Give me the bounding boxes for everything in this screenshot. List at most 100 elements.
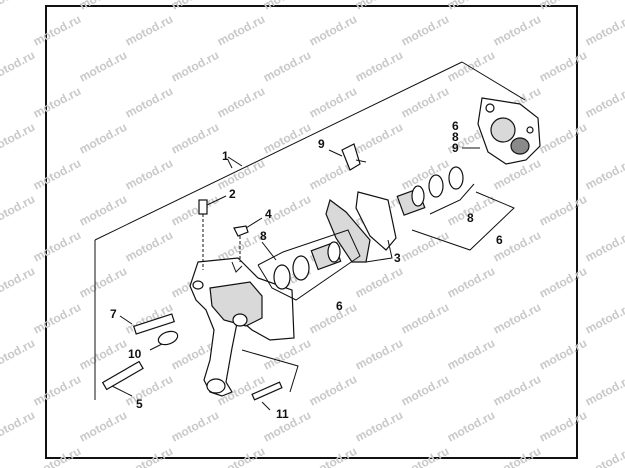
watermark-text: motod.ru xyxy=(0,264,37,301)
watermark-text: motod.ru xyxy=(77,0,129,13)
piston-set-upper xyxy=(396,166,515,251)
leader-3 xyxy=(365,239,393,263)
watermark-text: motod.ru xyxy=(583,372,625,409)
watermark-text: motod.ru xyxy=(123,444,175,468)
piston-set-lower xyxy=(257,229,361,301)
watermark-text: motod.ru xyxy=(491,300,543,337)
watermark-text: motod.ru xyxy=(353,120,405,157)
watermark-text: motod.ru xyxy=(537,0,589,13)
watermark-text: motod.ru xyxy=(307,444,359,468)
callout-6-lower: 6 xyxy=(336,299,343,313)
leader-1 xyxy=(227,156,243,167)
pad-spring-clip xyxy=(341,143,367,171)
watermark-text: motod.ru xyxy=(583,156,625,193)
watermark-text: motod.ru xyxy=(123,12,175,49)
watermark-text: motod.ru xyxy=(583,228,625,265)
watermark-text: motod.ru xyxy=(31,444,83,468)
callout-5: 5 xyxy=(136,397,143,411)
watermark-text: motod.ru xyxy=(399,372,451,409)
watermark-text: motod.ru xyxy=(307,372,359,409)
watermark-text: motod.ru xyxy=(261,336,313,373)
watermark-text: motod.ru xyxy=(123,156,175,193)
watermark-text: motod.ru xyxy=(31,12,83,49)
watermark-text: motod.ru xyxy=(123,372,175,409)
watermark-text: motod.ru xyxy=(491,444,543,468)
watermark-text: motod.ru xyxy=(0,192,37,229)
watermark-text: motod.ru xyxy=(169,48,221,85)
watermark-text: motod.ru xyxy=(77,408,129,445)
watermark-text: motod.ru xyxy=(77,192,129,229)
watermark-text: motod.ru xyxy=(583,84,625,121)
watermark-text: motod.ru xyxy=(537,48,589,85)
bleeder-valve xyxy=(198,195,227,270)
watermark-text: motod.ru xyxy=(169,408,221,445)
watermark-text: motod.ru xyxy=(123,84,175,121)
leader-9a xyxy=(328,149,343,157)
callout-6-upper: 6 xyxy=(452,119,459,133)
watermark-text: motod.ru xyxy=(583,300,625,337)
watermark-text: motod.ru xyxy=(353,0,405,13)
callout-9-upper: 9 xyxy=(452,141,459,155)
mounting-bolt-assembly xyxy=(101,313,179,397)
callout-6-right: 6 xyxy=(496,233,503,247)
watermark-text: motod.ru xyxy=(445,336,497,373)
callout-8-upper: 8 xyxy=(452,130,459,144)
watermark-text: motod.ru xyxy=(77,336,129,373)
leader-8a xyxy=(261,241,277,261)
watermark-text: motod.ru xyxy=(169,192,221,229)
slide-pin xyxy=(241,349,299,411)
watermark-text: motod.ru xyxy=(399,84,451,121)
watermark-text: motod.ru xyxy=(491,372,543,409)
callout-11: 11 xyxy=(276,407,289,421)
watermark-text: motod.ru xyxy=(537,264,589,301)
watermark-text: motod.ru xyxy=(353,408,405,445)
watermark-text: motod.ru xyxy=(123,228,175,265)
watermark-text: motod.ru xyxy=(353,48,405,85)
watermark-text: motod.ru xyxy=(215,12,267,49)
watermark-text: motod.ru xyxy=(31,84,83,121)
watermark-text: motod.ru xyxy=(445,264,497,301)
watermark-text: motod.ru xyxy=(537,408,589,445)
watermark-text: motod.ru xyxy=(77,264,129,301)
callout-4: 4 xyxy=(265,207,272,221)
watermark-text: motod.ru xyxy=(399,444,451,468)
watermark-text: motod.ru xyxy=(353,264,405,301)
watermark-text: motod.ru xyxy=(537,336,589,373)
watermark-text: motod.ru xyxy=(261,48,313,85)
callout-7: 7 xyxy=(110,307,117,321)
watermark-text: motod.ru xyxy=(399,300,451,337)
retaining-pin xyxy=(233,217,263,262)
watermark-text: motod.ru xyxy=(307,300,359,337)
watermark-text: motod.ru xyxy=(445,0,497,13)
callout-3: 3 xyxy=(394,251,401,265)
watermark-text: motod.ru xyxy=(31,372,83,409)
watermark-text: motod.ru xyxy=(399,228,451,265)
watermark-text: motod.ru xyxy=(307,12,359,49)
callout-9-clip: 9 xyxy=(318,137,325,151)
watermark-text: motod.ru xyxy=(215,444,267,468)
watermark-text: motod.ru xyxy=(77,48,129,85)
callout-10: 10 xyxy=(128,347,142,361)
watermark-text: motod.ru xyxy=(399,12,451,49)
caliper-outer-half xyxy=(477,97,541,165)
watermark-text: motod.ru xyxy=(0,336,37,373)
watermark-text: motod.ru xyxy=(491,12,543,49)
watermark-text: motod.ru xyxy=(169,120,221,157)
watermark-text: motod.ru xyxy=(537,192,589,229)
watermark-text: motod.ru xyxy=(261,0,313,13)
watermark-text: motod.ru xyxy=(77,120,129,157)
watermark-text: motod.ru xyxy=(445,408,497,445)
watermark-text: motod.ru xyxy=(583,444,625,468)
assembly-outline xyxy=(94,61,526,400)
watermark-text: motod.ru xyxy=(31,156,83,193)
watermark-text: motod.ru xyxy=(0,0,37,13)
watermark-text: motod.ru xyxy=(31,300,83,337)
watermark-text: motod.ru xyxy=(169,0,221,13)
watermark-text: motod.ru xyxy=(31,228,83,265)
watermark-text: motod.ru xyxy=(215,84,267,121)
callout-8-lower: 8 xyxy=(260,229,267,243)
callout-8-right: 8 xyxy=(467,211,474,225)
